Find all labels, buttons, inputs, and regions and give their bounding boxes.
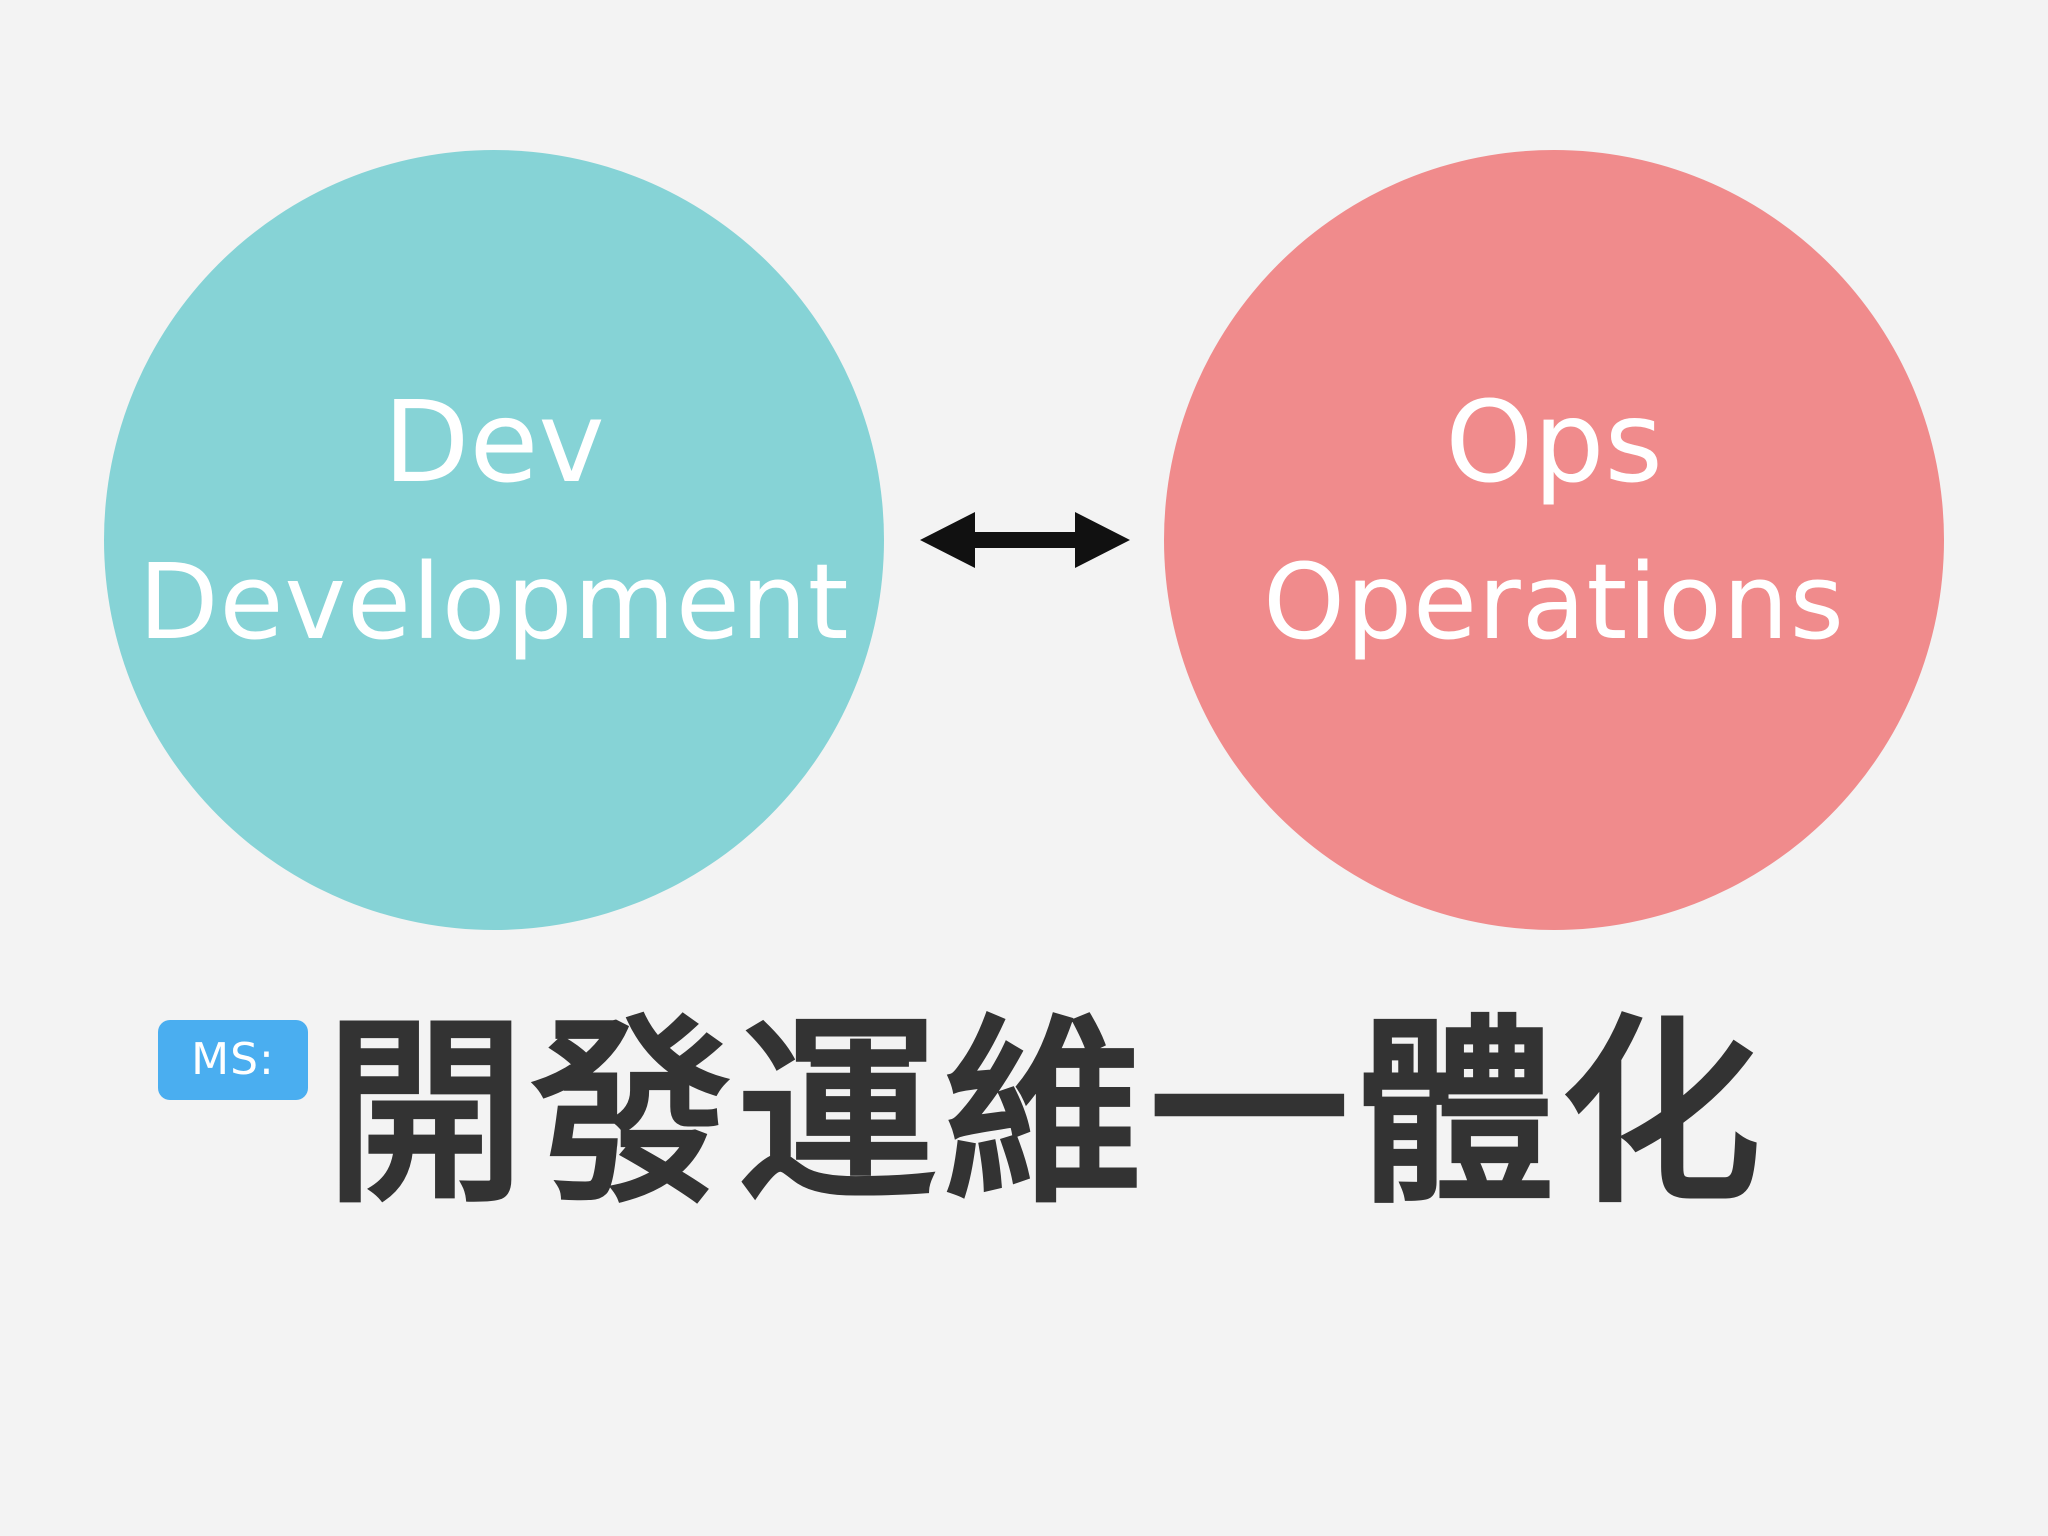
double-headed-arrow-icon <box>920 512 1130 568</box>
arrow-shape <box>920 512 1130 568</box>
dev-circle: Dev Development <box>104 150 884 930</box>
ops-long-label: Operations <box>1263 541 1845 663</box>
ops-short-label: Ops <box>1445 378 1663 508</box>
dev-long-label: Development <box>138 541 850 663</box>
ops-circle: Ops Operations <box>1164 150 1944 930</box>
page-title: 開發運維一體化 <box>325 998 1768 1231</box>
ms-badge: MS: <box>158 1020 308 1100</box>
dev-short-label: Dev <box>383 378 605 508</box>
